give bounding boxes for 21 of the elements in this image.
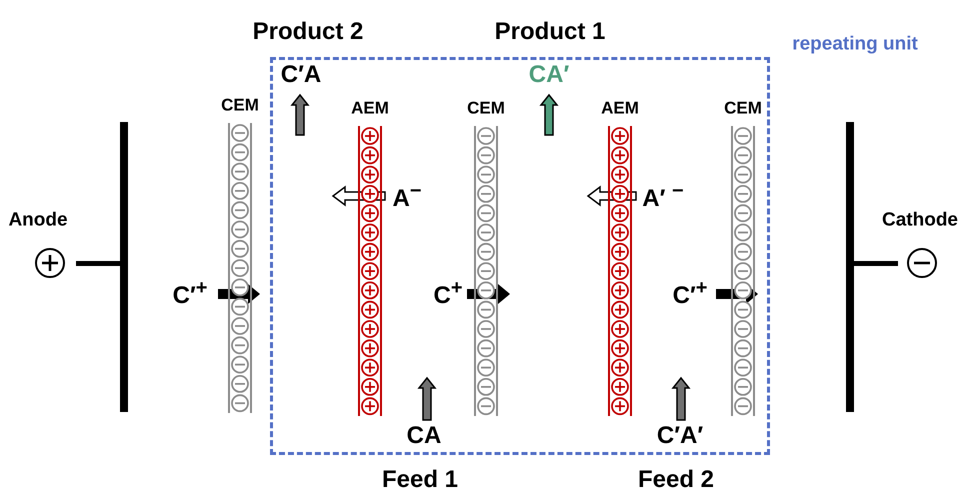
species-label: CA <box>406 424 442 448</box>
species-label: C′A′ <box>656 424 704 448</box>
species-label: A′ $^{−}$ <box>642 181 684 211</box>
membrane-label: AEM <box>601 100 639 116</box>
electrode-label: Anode <box>8 210 68 230</box>
membrane-label: CEM <box>467 100 505 116</box>
species-label: C$^{+}$ <box>433 278 463 308</box>
species-label: C′$^{+}$ <box>172 278 208 308</box>
species-label: Product 2 <box>252 20 364 44</box>
species-label: Feed 2 <box>638 468 714 492</box>
membrane-label: CEM <box>724 100 762 116</box>
species-label: Feed 1 <box>382 468 458 492</box>
membrane-label: AEM <box>351 100 389 116</box>
species-label: Product 1 <box>494 20 606 44</box>
species-label: A$^{−}$ <box>392 181 422 211</box>
species-label: CA′ <box>528 63 570 87</box>
frame-heading: repeating unit <box>792 34 918 54</box>
membrane-label: CEM <box>221 96 259 114</box>
electrode-label: Cathode <box>882 210 958 230</box>
species-label: C′$^{+}$ <box>672 278 708 308</box>
species-label: C′A <box>280 63 322 87</box>
